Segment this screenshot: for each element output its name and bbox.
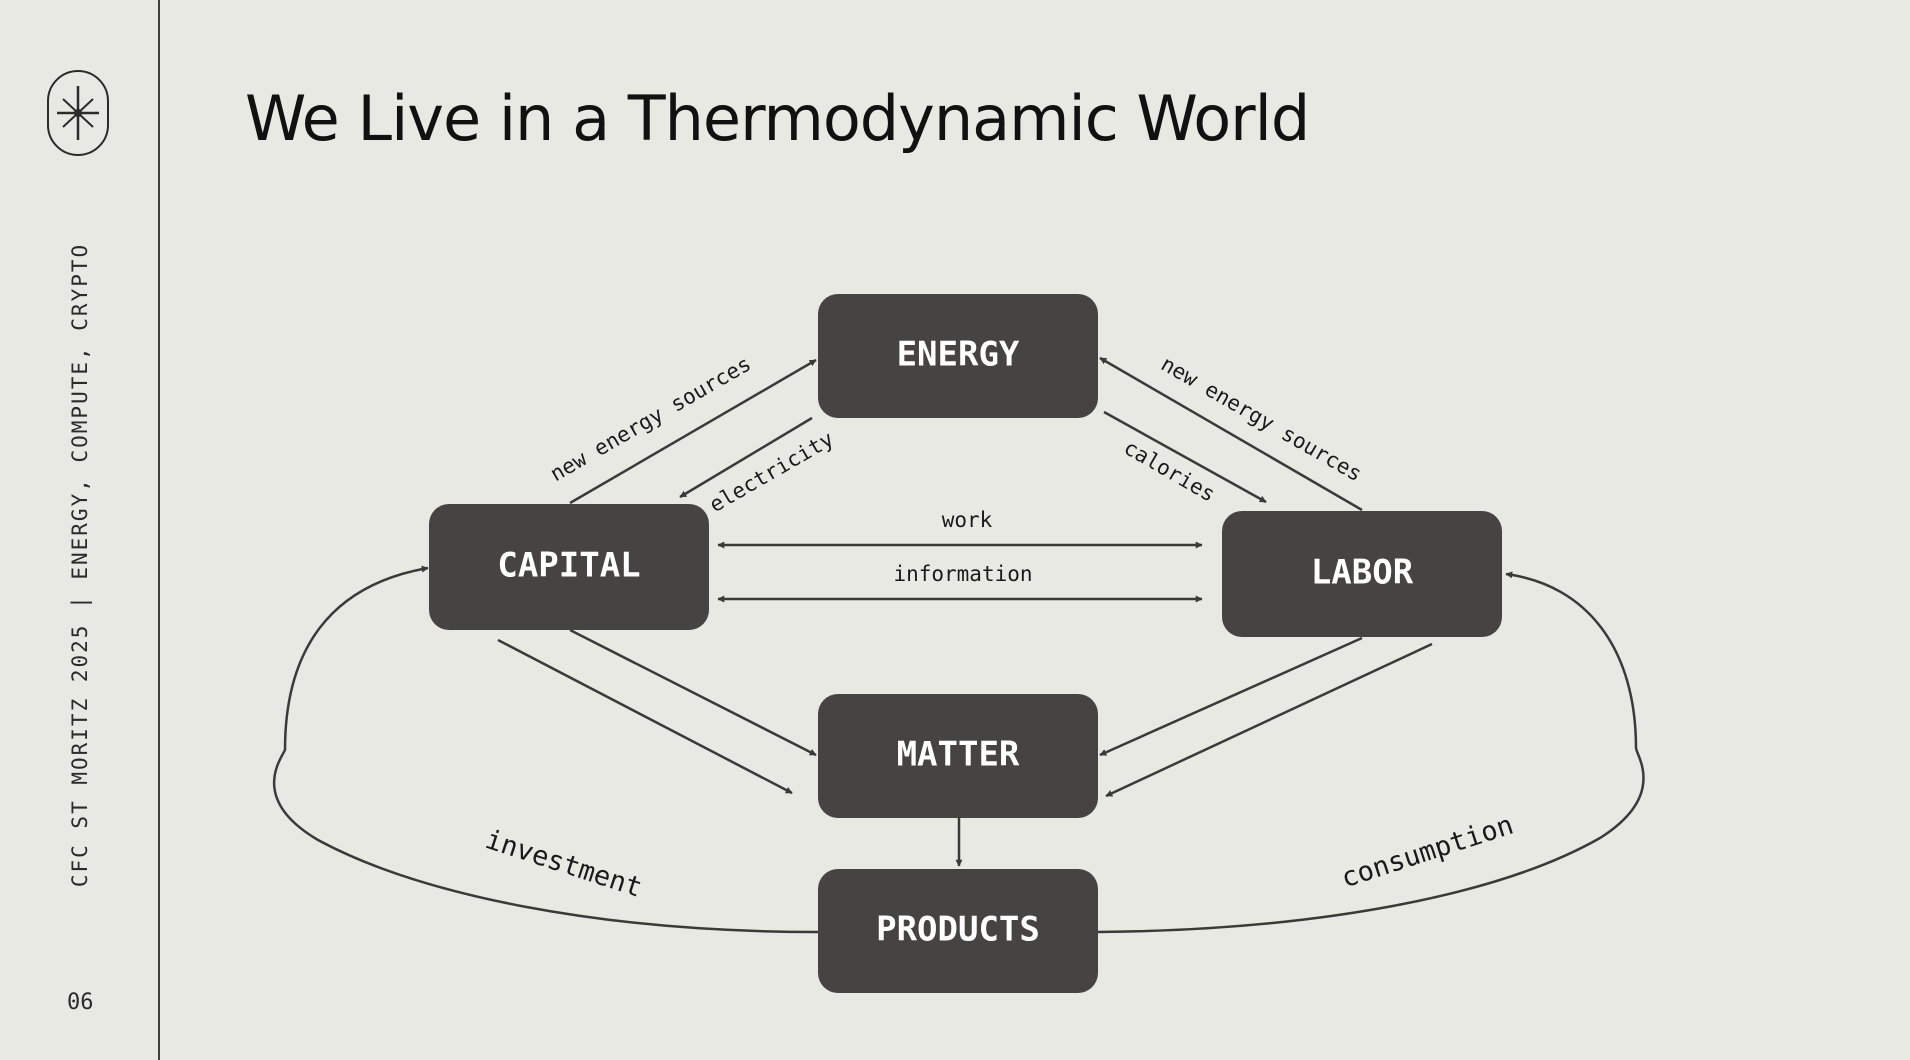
arrow-capital-to-matter-a [569, 628, 817, 757]
logo [47, 70, 109, 156]
svg-text:ENERGY: ENERGY [897, 335, 1020, 375]
label-information: information [893, 562, 1032, 586]
label-consumption: consumption [1338, 810, 1518, 895]
page-number: 06 [67, 990, 94, 1015]
label-calories: calories [1120, 435, 1220, 506]
node-capital: CAPITAL [429, 504, 709, 630]
page-title: We Live in a Thermodynamic World [245, 82, 1310, 155]
node-labor: LABOR [1222, 511, 1502, 637]
arrow-labor-to-energy [1099, 356, 1363, 512]
svg-text:PRODUCTS: PRODUCTS [876, 910, 1040, 950]
arrow-capital-to-energy [569, 358, 817, 505]
arrow-energy-to-capital [679, 416, 813, 499]
node-energy: ENERGY [818, 294, 1098, 418]
arrow-consumption-loop [1097, 571, 1645, 934]
arrow-capital-to-matter-b [497, 638, 793, 795]
label-capital-energy: new energy sources [546, 352, 755, 487]
node-matter: MATTER [818, 694, 1098, 818]
svg-text:LABOR: LABOR [1311, 553, 1414, 593]
label-electricity: electricity [705, 427, 837, 517]
arrow-investment-loop [272, 565, 819, 934]
arrow-labor-to-matter-b [1105, 642, 1433, 798]
svg-text:MATTER: MATTER [897, 735, 1020, 775]
label-work: work [942, 508, 993, 532]
label-labor-energy: new energy sources [1157, 352, 1366, 487]
sidebar: CFC ST MORITZ 2025 | ENERGY, COMPUTE, CR… [0, 0, 160, 1060]
arrow-energy-to-labor [1103, 410, 1267, 504]
asterisk-star-icon [57, 86, 99, 140]
svg-text:CAPITAL: CAPITAL [497, 546, 640, 586]
label-investment: investment [482, 824, 646, 904]
arrow-labor-to-matter-a [1099, 636, 1363, 757]
node-products: PRODUCTS [818, 869, 1098, 993]
